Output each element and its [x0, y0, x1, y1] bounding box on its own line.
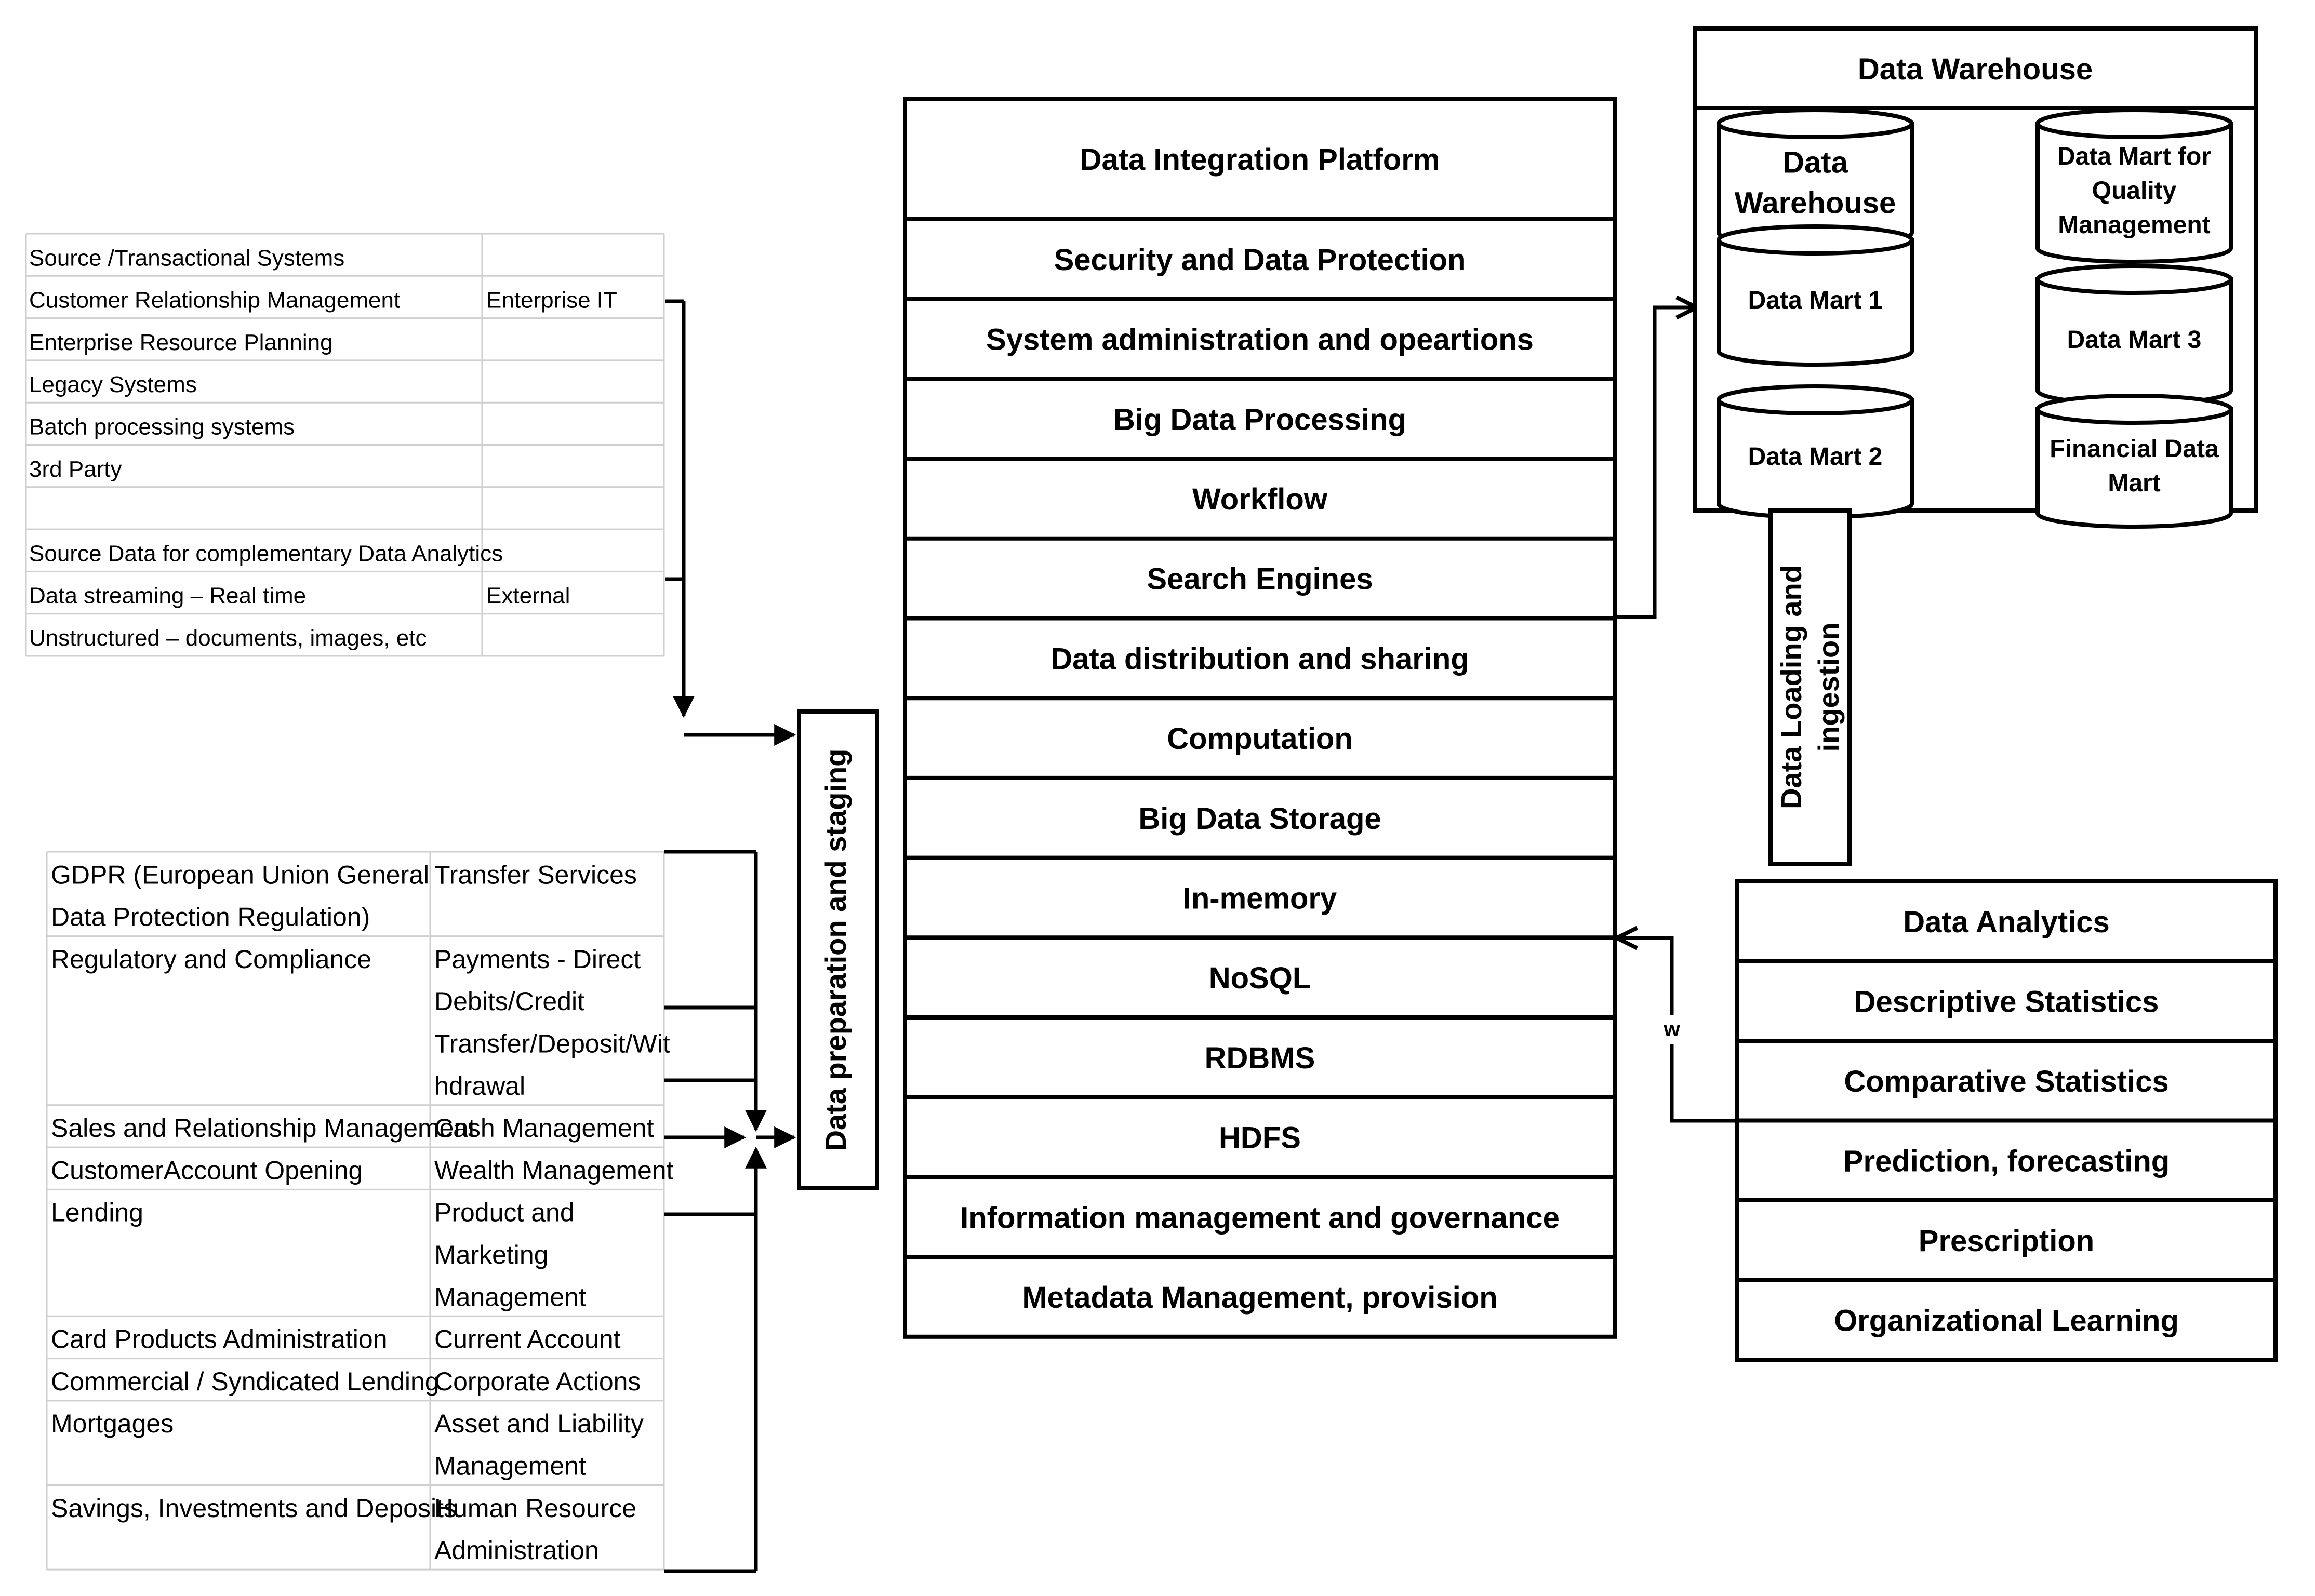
- domain-right-text: Management: [434, 1452, 586, 1481]
- data-staging-box: Data preparation and staging: [797, 709, 879, 1190]
- loading-label-line-1: Data Loading and: [1775, 565, 1807, 809]
- domain-right-text: Transfer Services: [434, 860, 637, 889]
- platform-layer: Security and Data Protection: [1054, 243, 1466, 277]
- source-cell-name: Data streaming – Real time: [29, 583, 306, 609]
- domain-right-text: Transfer/Deposit/Wit: [434, 1029, 670, 1058]
- platform-layer: HDFS: [1219, 1121, 1301, 1155]
- source-cell-name: Unstructured – documents, images, etc: [29, 625, 427, 651]
- warehouse-title: Data Warehouse: [1858, 52, 2093, 86]
- domain-right-text: Management: [434, 1282, 586, 1311]
- domain-right-text: Current Account: [434, 1325, 621, 1354]
- warehouse-cylinder: Data Mart 3: [2035, 264, 2233, 406]
- warehouse-cylinder: Data Mart 2: [1717, 384, 1914, 519]
- cylinder-label: Warehouse: [1735, 186, 1896, 220]
- analytics-item: Comparative Statistics: [1844, 1065, 2168, 1098]
- cylinder-label: Data Mart 2: [1748, 443, 1883, 471]
- connector-mark: w: [1663, 1018, 1680, 1041]
- cylinder-label: Data Mart 1: [1748, 287, 1883, 314]
- source-cell-name: Customer Relationship Management: [29, 288, 400, 313]
- staging-label: Data preparation and staging: [819, 749, 852, 1151]
- cylinder-label: Management: [2058, 211, 2210, 239]
- platform-layer: In-memory: [1183, 881, 1337, 915]
- source-cell-type: External: [486, 583, 570, 609]
- analytics-to-platform-connector: w: [1617, 938, 1737, 1123]
- platform-layer: Metadata Management, provision: [1022, 1281, 1497, 1315]
- source-cell-name: Source Data for complementary Data Analy…: [29, 541, 503, 566]
- analytics-item: Prediction, forecasting: [1843, 1144, 2170, 1178]
- domain-left-text: Mortgages: [51, 1409, 174, 1438]
- domain-right-text: Debits/Credit: [434, 987, 584, 1016]
- source-cell-name: Batch processing systems: [29, 414, 295, 440]
- domain-right-text: Cash Management: [434, 1114, 654, 1143]
- platform-layer: Data distribution and sharing: [1050, 642, 1469, 676]
- cylinder-label: Data Mart for: [2057, 143, 2211, 170]
- source-to-staging-connector: [665, 299, 796, 746]
- domains-to-staging-connector: [664, 850, 796, 1573]
- domain-left-text: Lending: [51, 1198, 143, 1227]
- cylinder-label: Financial Data: [2050, 435, 2219, 463]
- analytics-item: Data Analytics: [1903, 905, 2110, 939]
- domain-right-text: Administration: [434, 1536, 599, 1565]
- platform-layer: Big Data Storage: [1138, 802, 1381, 836]
- cylinder-label: Quality: [2092, 177, 2177, 205]
- analytics-item: Descriptive Statistics: [1854, 985, 2159, 1018]
- source-cell-name: 3rd Party: [29, 457, 122, 482]
- source-cell-name: Source /Transactional Systems: [29, 245, 344, 271]
- loading-label-line-2: ingestion: [1812, 623, 1845, 752]
- domain-right-text: Human Resource: [434, 1494, 636, 1523]
- platform-layer: Search Engines: [1147, 562, 1373, 596]
- platform-layer: RDBMS: [1205, 1041, 1315, 1075]
- platform-to-warehouse-connector: [1615, 307, 1697, 619]
- domain-right-text: Product and: [434, 1198, 575, 1227]
- domain-right-text: Corporate Actions: [434, 1367, 641, 1396]
- platform-layer: Data Integration Platform: [1080, 143, 1440, 177]
- data-loading-column: Data Loading and ingestion: [1768, 508, 1852, 866]
- warehouse-cylinder: Data Mart 1: [1717, 224, 1914, 367]
- domain-left-text: Sales and Relationship Management: [51, 1114, 475, 1143]
- cylinder-label: Mart: [2108, 470, 2160, 497]
- domain-right-text: Asset and Liability: [434, 1409, 644, 1438]
- platform-layer: Information management and governance: [960, 1201, 1560, 1235]
- platform-layer: NoSQL: [1209, 961, 1311, 995]
- platform-layer: System administration and opeartions: [986, 323, 1534, 357]
- domain-right-text: Payments - Direct: [434, 945, 641, 974]
- domain-left-text: Commercial / Syndicated Lending: [51, 1367, 440, 1396]
- domain-left-text: Regulatory and Compliance: [51, 945, 371, 974]
- domain-left-text: GDPR (European Union General: [51, 860, 429, 889]
- analytics-item: Organizational Learning: [1834, 1304, 2179, 1337]
- source-cell-name: Legacy Systems: [29, 372, 197, 397]
- domain-left-text: Data Protection Regulation): [51, 903, 370, 932]
- cylinder-label: Data: [1782, 145, 1848, 179]
- source-cell-type: Enterprise IT: [486, 288, 617, 313]
- domain-left-text: Savings, Investments and Deposits: [51, 1494, 457, 1523]
- platform-layer: Computation: [1167, 722, 1353, 756]
- domain-left-text: Card Products Administration: [51, 1325, 388, 1354]
- domain-left-text: CustomerAccount Opening: [51, 1156, 363, 1185]
- platform-layer: Big Data Processing: [1113, 403, 1406, 436]
- analytics-item: Prescription: [1919, 1224, 2094, 1258]
- domain-right-text: hdrawal: [434, 1071, 525, 1101]
- domain-right-text: Wealth Management: [434, 1156, 674, 1185]
- cylinder-label: Data Mart 3: [2067, 326, 2202, 354]
- domain-right-text: Marketing: [434, 1240, 549, 1269]
- platform-layer: Workflow: [1192, 482, 1328, 516]
- source-cell-name: Enterprise Resource Planning: [29, 330, 333, 355]
